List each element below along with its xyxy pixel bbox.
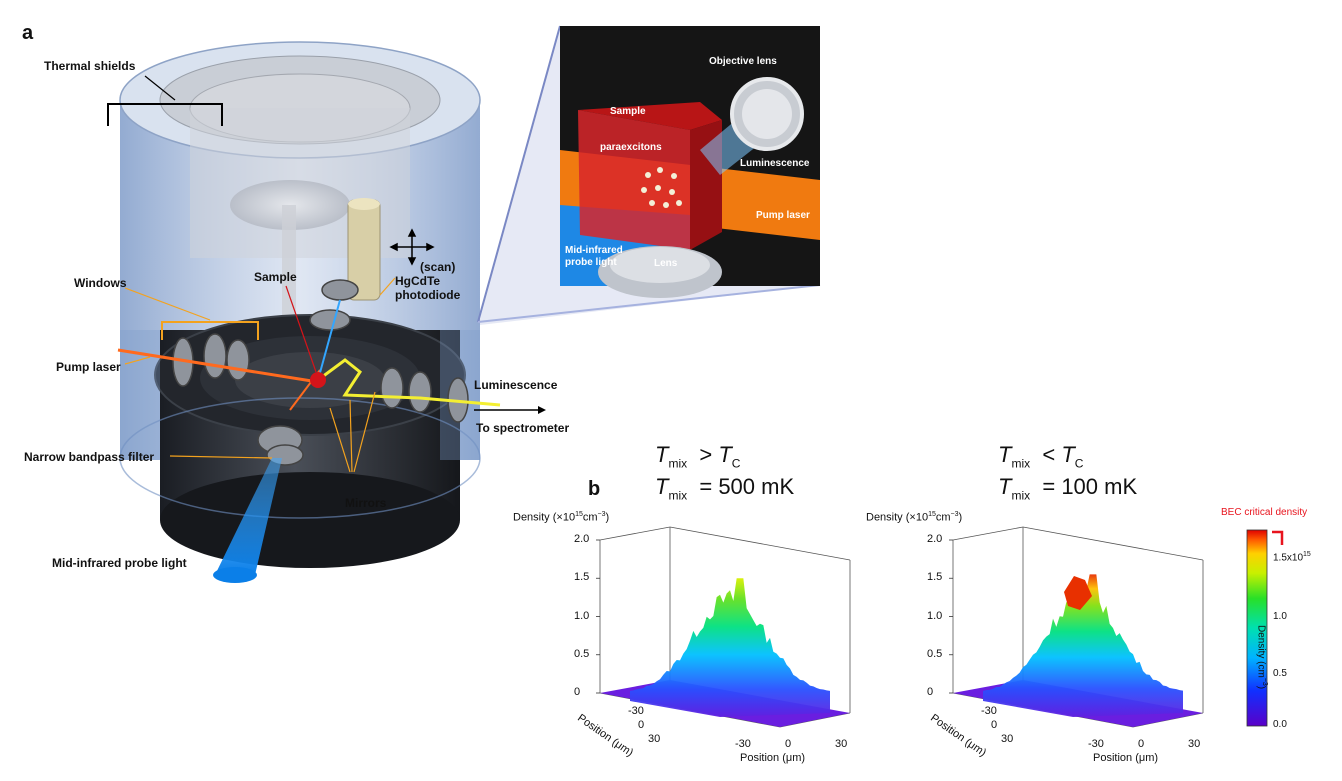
z-tick-label: 1.0 [927, 609, 943, 622]
bec-peak [1064, 576, 1092, 610]
pump-laser-beam [117, 348, 319, 384]
panel-a-letter: a [22, 22, 34, 44]
x-tick-label: 30 [835, 738, 848, 750]
y-tick-label: 0 [638, 719, 645, 731]
left-temperature: Tmix = 500 mK [655, 474, 795, 503]
inset-objective-lens: Objective lens [709, 56, 777, 67]
label-to-spectrometer: To spectrometer [476, 421, 570, 435]
inset-luminescence: Luminescence [740, 158, 810, 169]
critical-density-marker [1272, 530, 1284, 545]
y-tick-label: 30 [1001, 733, 1014, 745]
z-tick-label: 2.0 [574, 533, 590, 545]
x-axis-label: Position (μm) [740, 752, 806, 764]
y-tick-label: 0 [991, 719, 998, 731]
x-tick-label: -30 [735, 738, 751, 750]
z-tick-label: 0 [927, 686, 934, 698]
colorbar [1246, 529, 1268, 727]
label-thermal-shields: Thermal shields [44, 59, 136, 73]
label-mirrors: Mirrors [345, 496, 387, 510]
z-tick-label: 1.0 [574, 609, 590, 622]
inset-mid-ir-probe: Mid-infrared probe light [565, 245, 623, 268]
z-tick-label: 0 [574, 686, 581, 698]
label-photodiode: HgCdTe photodiode [395, 274, 461, 302]
inset-illustration [560, 26, 820, 298]
y-tick-label: -30 [981, 705, 997, 717]
z-tick-label: 0.5 [927, 647, 943, 660]
plot-box-edge [1022, 526, 1204, 561]
right-temperature: Tmix = 100 mK [998, 474, 1138, 503]
label-windows: Windows [74, 276, 127, 290]
label-scan: (scan) [420, 260, 456, 274]
z-tick-label: 2.0 [927, 533, 943, 545]
z-tick-label: 0.5 [574, 647, 590, 660]
mid-ir-probe-beam [215, 458, 282, 575]
y-tick-label: 30 [648, 733, 661, 745]
panel-b-letter: b [588, 478, 601, 500]
x-tick-label: 0 [1138, 738, 1145, 750]
density-surface [630, 578, 830, 717]
left-condition: Tmix > TC [655, 442, 741, 471]
label-narrow-bandpass-filter: Narrow bandpass filter [24, 450, 155, 464]
x-tick-label: -30 [1088, 738, 1104, 750]
x-tick-label: 30 [1188, 738, 1201, 750]
label-mid-ir-probe: Mid-infrared probe light [52, 556, 187, 570]
colorbar-tick-0.5: 0.5 [1273, 668, 1287, 679]
inset-pump-laser: Pump laser [756, 210, 810, 221]
luminescence-beam [317, 358, 501, 407]
right-z-axis-title: Density (×1015cm−3) [866, 511, 963, 524]
plot-box-edge [669, 526, 851, 561]
density-surface [983, 574, 1183, 717]
z-tick-label: 1.5 [574, 571, 590, 584]
inset-sample: Sample [610, 106, 646, 117]
x-axis-label: Position (μm) [1093, 752, 1159, 764]
scan-arrows-icon [389, 228, 435, 266]
right-condition: Tmix < TC [998, 442, 1084, 471]
sample-crystal [310, 372, 326, 388]
plot-box-edge [599, 526, 671, 541]
z-tick-label: 1.5 [927, 571, 943, 584]
colorbar-tick-0.0: 0.0 [1273, 719, 1287, 730]
label-pump-laser: Pump laser [56, 360, 121, 374]
label-luminescence: Luminescence [474, 378, 558, 392]
colorbar-axis-label: Density (cm−3) [1255, 625, 1268, 690]
left-z-axis-title: Density (×1015cm−3) [513, 511, 610, 524]
plot-box-edge [952, 526, 1024, 541]
colorbar-tick-1.5: 1.5x1015 [1273, 551, 1311, 564]
inset-paraexcitons: paraexcitons [600, 142, 662, 153]
x-tick-label: 0 [785, 738, 792, 750]
inset-lens: Lens [654, 258, 678, 269]
colorbar-tick-1.0: 1.0 [1273, 611, 1287, 622]
y-tick-label: -30 [628, 705, 644, 717]
colorbar-critical-label: BEC critical density [1221, 507, 1308, 518]
label-sample: Sample [254, 270, 297, 284]
